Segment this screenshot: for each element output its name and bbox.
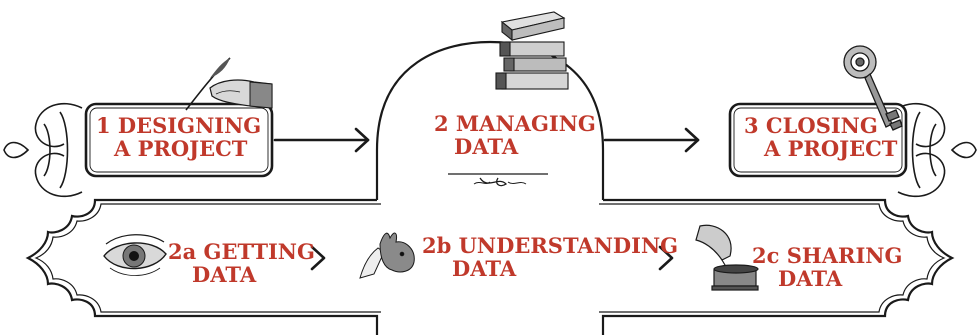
left-flourish-ornament xyxy=(3,102,83,198)
substep-label-sharing: 2c SHARING DATA xyxy=(752,244,902,290)
step-label-managing: 2 MANAGING DATA xyxy=(434,112,596,158)
arch-outline xyxy=(25,40,955,335)
substep-label-understanding-line2: DATA xyxy=(452,256,517,281)
eye-icon xyxy=(103,234,167,276)
arrow-understanding-to-sharing xyxy=(658,245,674,271)
step-label-designing: 1 DESIGNING A PROJECT xyxy=(96,114,261,160)
step-label-closing: 3 CLOSING A PROJECT xyxy=(744,114,897,160)
gramophone-icon xyxy=(695,224,759,291)
substep-label-getting-line1: 2a GETTING xyxy=(168,239,315,264)
arrow-managing-to-closing xyxy=(603,127,700,153)
right-flourish-ornament xyxy=(897,102,977,198)
step-box-closing-inner xyxy=(733,107,903,173)
step-label-closing-line2: A PROJECT xyxy=(764,136,898,161)
ornate-key-icon xyxy=(843,45,903,131)
substep-label-understanding: 2b UNDERSTANDING DATA xyxy=(422,234,678,280)
step-box-designing-inner xyxy=(89,107,269,173)
substep-label-sharing-line2: DATA xyxy=(778,266,843,291)
step-label-managing-line2: DATA xyxy=(454,134,519,159)
substep-label-getting: 2a GETTING DATA xyxy=(168,240,315,286)
hand-shadow-rabbit-icon xyxy=(359,232,415,279)
substep-label-sharing-line1: 2c SHARING xyxy=(752,243,903,268)
stack-of-books-icon xyxy=(495,11,569,90)
arrow-getting-to-understanding xyxy=(310,245,326,271)
substep-label-understanding-line1: 2b UNDERSTANDING xyxy=(422,233,679,258)
arrow-designing-to-managing xyxy=(273,127,370,153)
step-box-designing xyxy=(84,102,274,178)
step-label-closing-line1: 3 CLOSING xyxy=(744,113,878,138)
step-label-designing-line1: 1 DESIGNING xyxy=(96,113,262,138)
hand-writing-quill-icon xyxy=(185,57,273,111)
substep-label-getting-line2: DATA xyxy=(192,262,257,287)
arch-divider-ornament xyxy=(448,173,548,187)
step-label-managing-line1: 2 MANAGING xyxy=(434,111,596,136)
step-box-closing xyxy=(728,102,908,178)
step-label-designing-line2: A PROJECT xyxy=(114,136,248,161)
